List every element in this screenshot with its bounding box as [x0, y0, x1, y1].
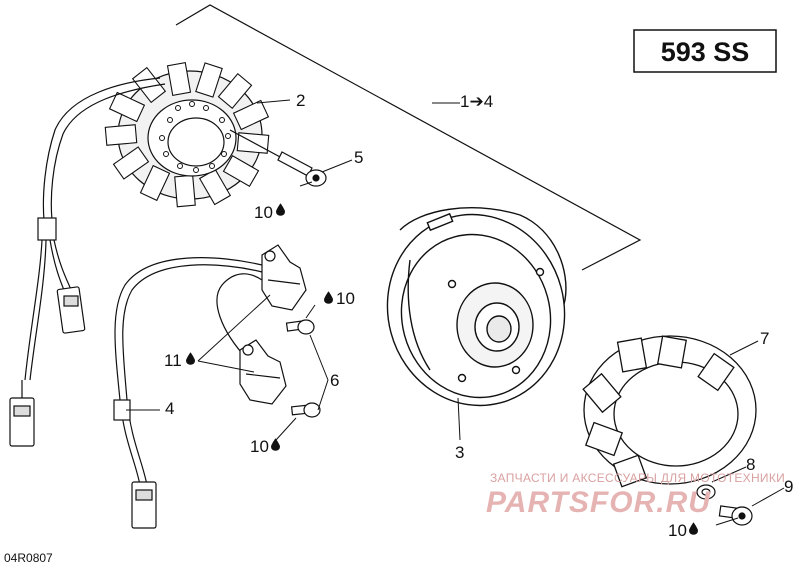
screw-6-lower — [290, 402, 321, 418]
stator — [104, 62, 270, 208]
trigger-harness — [113, 257, 263, 486]
model-label-box: 593 SS — [633, 29, 777, 73]
connector-3 — [131, 481, 157, 529]
watermark-line1: ЗАПЧАСТИ И АКСЕССУАРЫ ДЛЯ МОТОТЕХНИКИ — [490, 471, 785, 485]
oil-drop-icon — [689, 522, 698, 535]
oil-drop-icon — [186, 352, 195, 365]
oil-drop-icon — [271, 438, 280, 451]
trigger-coil-lower — [239, 339, 287, 405]
ring-part-7 — [582, 335, 757, 488]
callout-5: 5 — [354, 148, 363, 167]
assembly-bracket — [175, 4, 642, 271]
callout-11: 11 — [164, 351, 182, 370]
diagram-code: 04R0807 — [4, 551, 53, 565]
callout-6: 6 — [330, 371, 339, 390]
model-label: 593 SS — [661, 37, 750, 67]
connector-2 — [9, 380, 35, 447]
connector-1 — [56, 286, 86, 334]
callout-9: 9 — [784, 477, 793, 496]
callouts: 1➔4 2 3 4 5 6 7 8 9 10 10 11 10 10 — [164, 91, 793, 540]
washer-8 — [696, 484, 716, 500]
screw-6-upper — [285, 319, 315, 335]
callout-3: 3 — [455, 443, 464, 462]
flywheel — [386, 207, 567, 407]
callout-7: 7 — [760, 329, 769, 348]
callout-10-lower: 10 — [250, 437, 269, 456]
trigger-coil-upper — [261, 244, 307, 311]
callout-2: 2 — [296, 91, 305, 110]
callout-1-to-4: 1➔4 — [460, 92, 493, 111]
watermark: ЗАПЧАСТИ И АКСЕССУАРЫ ДЛЯ МОТОТЕХНИКИ PA… — [486, 471, 785, 519]
callout-10-screw9: 10 — [668, 521, 687, 540]
callout-8: 8 — [746, 455, 755, 474]
callout-10-screw5: 10 — [254, 203, 273, 222]
oil-drop-icon — [276, 203, 285, 216]
screw-9 — [718, 505, 753, 526]
oil-drop-icon — [324, 291, 333, 304]
leader-lines — [126, 99, 785, 526]
callout-4: 4 — [165, 399, 174, 418]
callout-10-upper: 10 — [336, 289, 355, 308]
watermark-line2: PARTSFOR.RU — [486, 486, 711, 519]
